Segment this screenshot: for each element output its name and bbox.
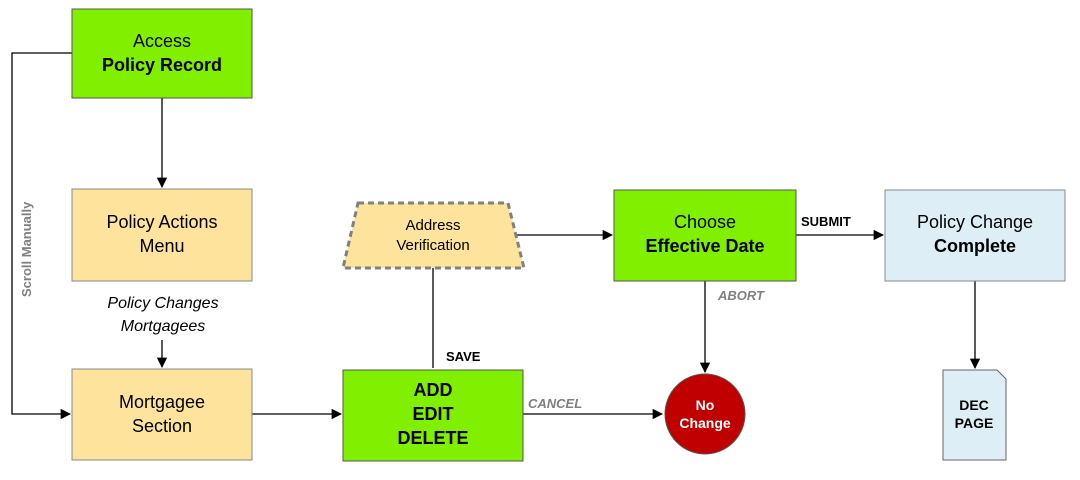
node-mortgagee-section: Mortgagee Section <box>71 368 253 461</box>
node-no-change: No Change <box>664 373 746 455</box>
node-shape <box>942 369 1007 461</box>
connectors <box>11 52 981 420</box>
edge-label-mortgagees: Mortgagees <box>121 318 206 335</box>
node-label: Address <box>405 217 460 234</box>
node-shape <box>341 201 526 270</box>
scroll-label-bg <box>15 170 39 298</box>
node-address-verification: Address Verification <box>341 201 526 270</box>
node-shape <box>613 189 797 282</box>
node-label: Access <box>133 31 191 51</box>
edge-label-abort: ABORT <box>717 288 765 303</box>
node-label: Policy Change <box>917 212 1033 232</box>
node-label: EDIT <box>412 404 453 424</box>
node-choose-effective-date: Choose Effective Date <box>613 189 797 282</box>
node-label: Choose <box>674 212 736 232</box>
edge-label-save: SAVE <box>446 349 481 364</box>
node-label: Section <box>132 416 192 436</box>
node-shape <box>342 369 524 462</box>
edge-scroll-manually <box>11 52 72 420</box>
node-shape <box>664 373 746 455</box>
node-add-edit-delete: ADD EDIT DELETE <box>342 369 524 462</box>
node-shape <box>71 188 253 282</box>
node-label: Policy Record <box>102 55 222 75</box>
edge-label-cancel: CANCEL <box>528 396 582 411</box>
node-policy-change-complete: Policy Change Complete <box>884 189 1066 282</box>
node-shape <box>884 189 1066 282</box>
node-label: Mortgagee <box>119 392 205 412</box>
node-dec-page: DEC PAGE <box>942 369 1007 461</box>
edge-label-policy-changes: Policy Changes <box>107 295 218 312</box>
node-label: Change <box>679 415 731 431</box>
node-shape <box>71 368 253 461</box>
node-label: Policy Actions <box>106 212 217 232</box>
node-label: DEC <box>959 397 989 413</box>
node-label: Effective Date <box>645 236 764 256</box>
node-shape <box>71 8 253 99</box>
path-label-bg <box>92 290 232 336</box>
edge-label-scroll-manually: Scroll Manually <box>19 201 34 297</box>
edge-label-submit: SUBMIT <box>801 214 851 229</box>
node-label: Verification <box>396 237 469 254</box>
node-label: Menu <box>139 236 184 256</box>
node-label: Complete <box>934 236 1016 256</box>
node-policy-actions-menu: Policy Actions Menu <box>71 188 253 282</box>
node-label: DELETE <box>397 428 468 448</box>
node-access-policy-record: Access Policy Record <box>71 8 253 99</box>
node-label: PAGE <box>955 415 994 431</box>
node-label: ADD <box>414 380 453 400</box>
node-label: No <box>696 397 715 413</box>
